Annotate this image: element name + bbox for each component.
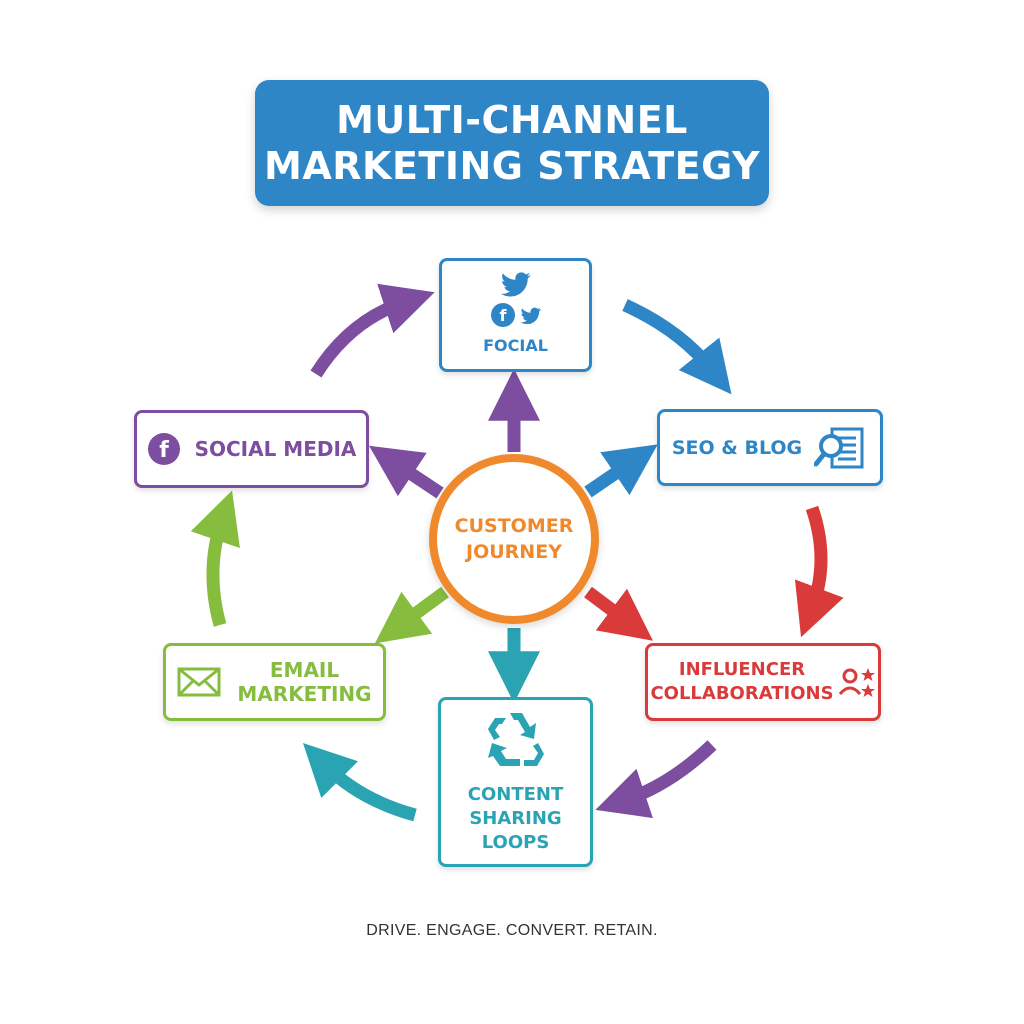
cycle-arrow-content-to-email	[302, 742, 417, 822]
center-label-line-2: JOURNEY	[466, 541, 562, 563]
svg-text:f: f	[499, 306, 507, 325]
content-label-line-1: CONTENT	[467, 784, 564, 805]
social-media-label: SOCIAL MEDIA	[194, 437, 357, 461]
svg-text:f: f	[159, 438, 169, 463]
spoke-arrow-to-influencer	[584, 586, 653, 641]
cycle-arrow-focial-to-seo	[622, 299, 732, 395]
cycle-arrow-influencer-to-content	[595, 740, 717, 819]
person-star-icon	[838, 668, 875, 697]
node-social-media: f SOCIAL MEDIA	[134, 410, 369, 488]
title-banner: MULTI-CHANNEL MARKETING STRATEGY	[255, 80, 769, 206]
magnifier-document-icon	[814, 427, 864, 468]
title-line-1: MULTI-CHANNEL	[336, 98, 688, 142]
node-content-sharing-loops: CONTENT SHARING LOOPS	[438, 697, 593, 867]
facebook-icon: f	[490, 303, 515, 327]
spoke-arrow-to-email	[374, 586, 449, 644]
focial-label: FOCIAL	[483, 336, 548, 355]
twitter-bird-icon	[520, 307, 541, 324]
seo-blog-label: SEO & BLOG	[671, 436, 803, 459]
twitter-bird-icon	[500, 272, 531, 297]
email-label-line-1: EMAIL	[269, 658, 340, 682]
spoke-arrow-to-seo	[584, 444, 658, 498]
influencer-label-line-1: INFLUENCER	[678, 659, 806, 680]
node-focial: f FOCIAL	[439, 258, 592, 372]
content-label-line-2: SHARING	[469, 808, 562, 829]
node-email-marketing: EMAIL MARKETING	[163, 643, 386, 721]
center-label-line-1: CUSTOMER	[454, 515, 574, 537]
email-label-line-2: MARKETING	[237, 682, 372, 706]
influencer-label-line-2: COLLABORATIONS	[650, 683, 834, 704]
cycle-arrow-seo-to-influencer	[794, 505, 844, 638]
facebook-icon: f	[147, 433, 180, 465]
node-seo-blog: SEO & BLOG	[657, 409, 883, 486]
cycle-arrow-email-to-social	[190, 490, 240, 627]
customer-journey-hub: CUSTOMER JOURNEY	[429, 454, 599, 624]
node-influencer-collaborations: INFLUENCER COLLABORATIONS	[645, 643, 881, 721]
title-line-2: MARKETING STRATEGY	[264, 144, 760, 188]
spoke-arrow-to-social	[369, 445, 444, 499]
content-label-line-3: LOOPS	[481, 832, 550, 853]
envelope-icon	[177, 667, 221, 697]
cycle-arrow-social-to-focial	[310, 283, 435, 378]
recycle-icon	[487, 713, 544, 766]
tagline: DRIVE. ENGAGE. CONVERT. RETAIN.	[366, 922, 658, 939]
